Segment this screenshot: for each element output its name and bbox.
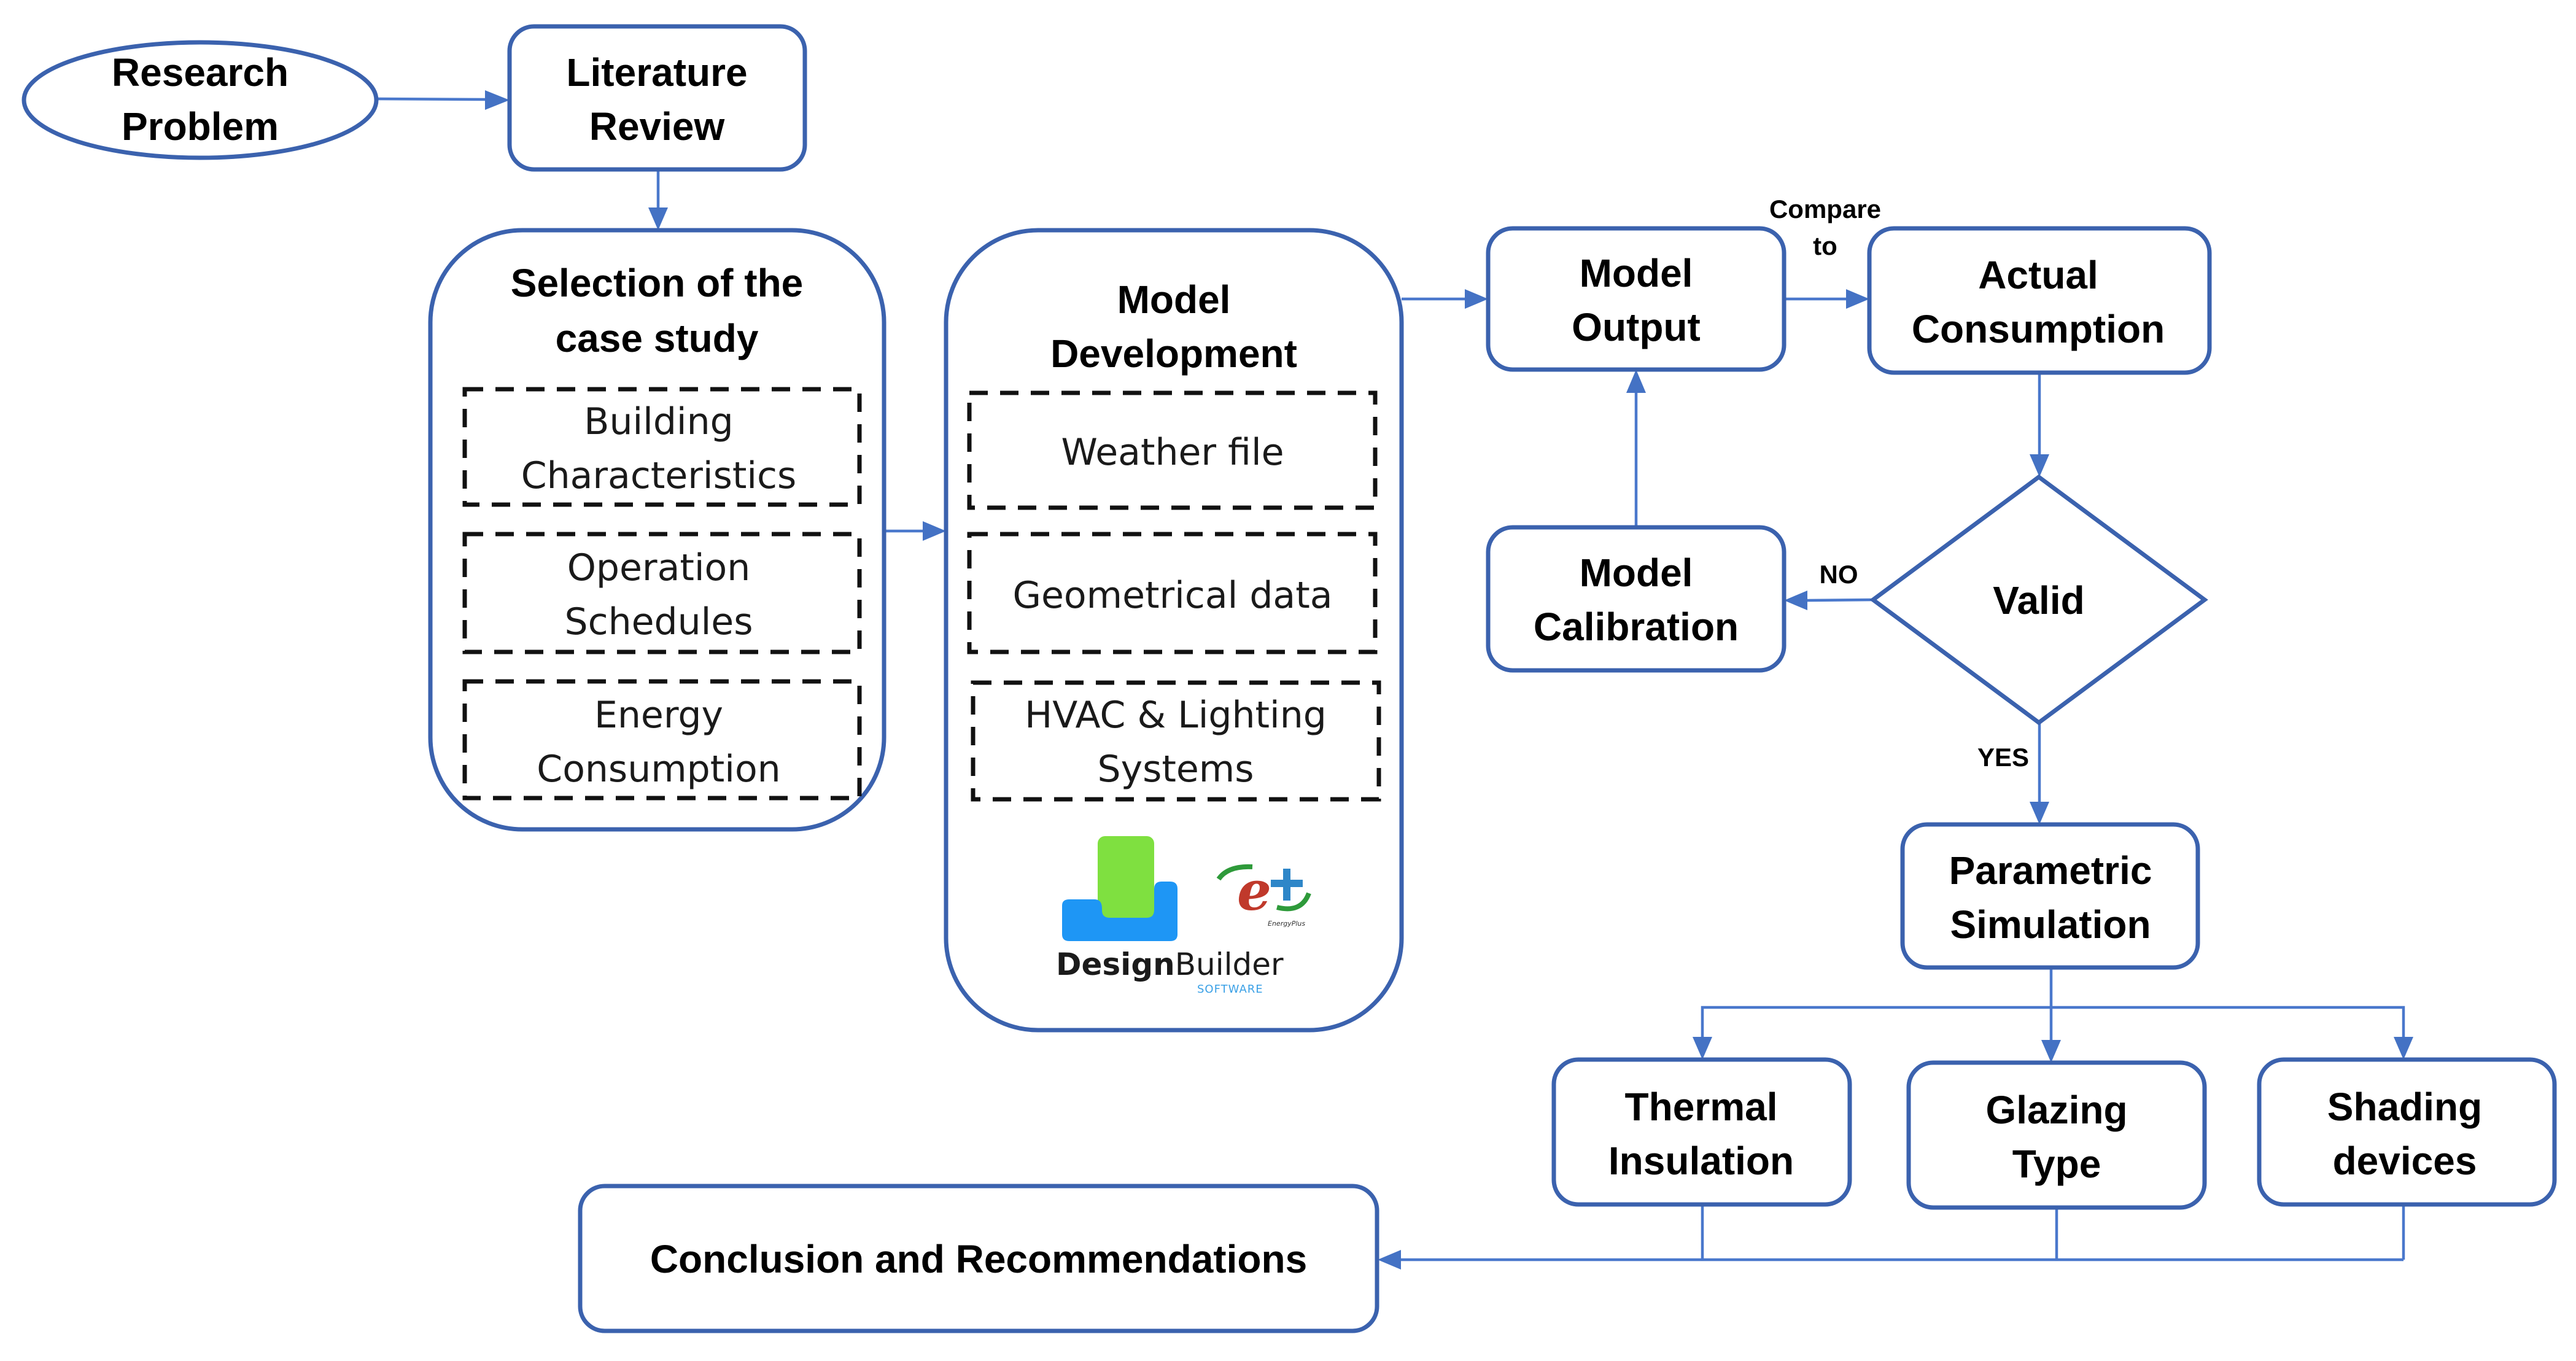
node-research-problem: Research Problem [21,40,379,160]
item-text: Consumption [537,748,780,791]
energyplus-orbit-bottom [1276,892,1311,912]
valid-label: Valid [1993,578,2084,622]
node-actual-consumption: Actual Consumption [1867,226,2212,375]
designbuilder-logo-blue-block [1062,882,1177,941]
development-item-geometrical-data: Geometrical data [967,532,1378,654]
development-item-weather-file: Weather file [967,390,1378,510]
connectors [376,90,2413,1270]
model-development-line-1: Model [1117,277,1231,322]
yes-label: YES [1977,743,2029,772]
edge-actual-to-valid [2030,373,2049,477]
model-calibration-line-1: Model [1580,551,1693,595]
edge-valid-to-parametric [2030,723,2049,824]
designbuilder-logo: DesignBuilder SOFTWARE [1056,836,1284,996]
item-text: Schedules [565,600,753,643]
edge-parametric-branches [1693,967,2413,1063]
selection-item-operation-schedules: Operation Schedules [462,532,862,654]
node-literature-review: Literature Review [507,24,807,172]
compare-to-line-1: Compare [1769,195,1881,223]
node-model-development: Model Development Weather file Geometric… [944,228,1404,1033]
designbuilder-logo-green-block [1098,836,1154,921]
edge-branches-to-conclusion [1378,1204,2405,1270]
edge-selection-to-development [884,521,946,541]
thermal-insulation-line-1: Thermal [1625,1085,1778,1129]
compare-to-line-2: to [1813,231,1837,260]
actual-consumption-line-2: Consumption [1912,307,2165,351]
item-text: Geometrical data [1013,574,1333,617]
edge-development-to-output [1402,289,1488,309]
node-valid-decision: Valid [1869,474,2208,726]
model-development-line-2: Development [1050,332,1297,376]
edge-valid-to-calibration [1784,591,1874,610]
research-problem-line-2: Problem [122,104,279,149]
edge-calibration-to-output [1626,370,1646,527]
energyplus-logo: e EnergyPlus [1216,859,1311,928]
edge-research-to-literature [376,90,510,110]
node-conclusion-recommendations: Conclusion and Recommendations [578,1184,1379,1333]
item-text: Building [584,400,733,443]
node-glazing-type: Glazing Type [1906,1060,2207,1210]
item-text: HVAC & Lighting [1025,694,1327,737]
energyplus-e-glyph: e [1237,859,1271,923]
glazing-type-line-1: Glazing [1985,1088,2127,1132]
model-output-line-2: Output [1572,305,1701,349]
node-model-output: Model Output [1486,226,1787,372]
designbuilder-wordmark-regular: Builder [1175,947,1284,982]
model-calibration-line-2: Calibration [1534,605,1739,649]
node-shading-devices: Shading devices [2257,1057,2557,1207]
actual-consumption-line-1: Actual [1978,253,2098,297]
thermal-insulation-line-2: Insulation [1608,1139,1794,1183]
literature-review-line-2: Review [589,104,725,149]
selection-item-building-characteristics: Building Characteristics [462,387,862,507]
model-output-line-1: Model [1580,251,1693,295]
edge-literature-to-selection [648,169,668,230]
energyplus-label: EnergyPlus [1268,920,1305,928]
conclusion-label: Conclusion and Recommendations [650,1237,1307,1281]
selection-title-line-2: case study [556,316,759,360]
glazing-type-line-2: Type [2012,1142,2101,1186]
no-label: NO [1820,560,1858,589]
item-text: Operation [567,546,751,589]
designbuilder-wordmark: DesignBuilder [1056,947,1284,982]
designbuilder-software-label: SOFTWARE [1197,983,1263,996]
shading-devices-line-1: Shading [2327,1085,2482,1129]
edge-output-to-actual [1784,289,1869,309]
node-model-calibration: Model Calibration [1486,525,1787,673]
selection-title-line-1: Selection of the [511,261,804,305]
literature-review-line-1: Literature [566,50,747,95]
compare-to-label: Compare to [1769,195,1881,260]
item-text: Systems [1098,748,1254,791]
energyplus-orbit-top [1216,864,1253,881]
shading-devices-line-2: devices [2333,1139,2477,1183]
energyplus-plus-horizontal [1271,880,1303,887]
parametric-simulation-line-2: Simulation [1950,902,2151,947]
research-problem-line-1: Research [112,50,289,95]
node-parametric-simulation: Parametric Simulation [1900,822,2200,970]
designbuilder-wordmark-bold: Design [1056,947,1175,982]
item-text: Characteristics [521,454,797,497]
selection-item-energy-consumption: Energy Consumption [462,679,862,801]
node-selection-case-study: Selection of the case study Building Cha… [428,228,886,832]
development-item-hvac-lighting: HVAC & Lighting Systems [971,680,1381,802]
item-text: Weather file [1061,431,1284,474]
node-thermal-insulation: Thermal Insulation [1551,1057,1852,1207]
parametric-simulation-line-1: Parametric [1949,848,2152,893]
item-text: Energy [594,694,723,737]
